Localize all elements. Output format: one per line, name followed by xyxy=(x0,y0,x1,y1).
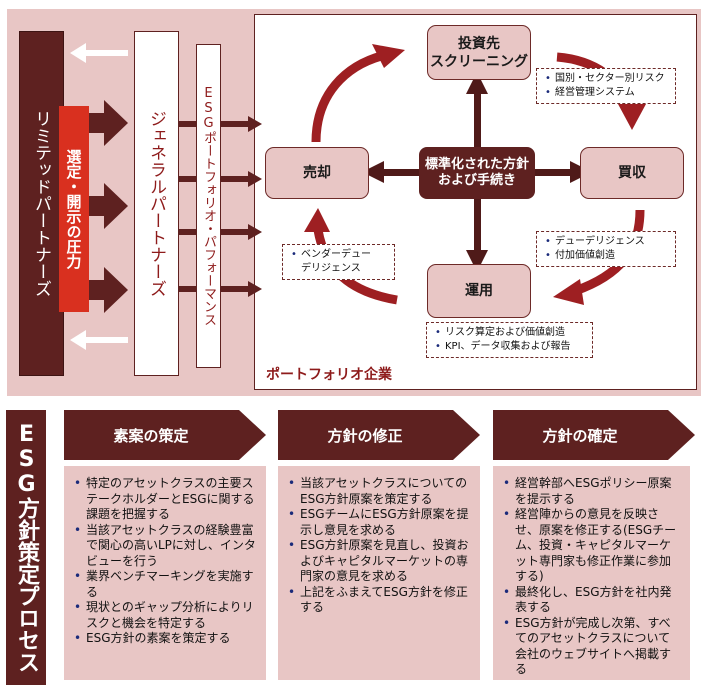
step-item: ESG方針の素案を策定する xyxy=(72,631,256,647)
stage-screening-line2: スクリーニング xyxy=(430,53,528,70)
step-item: 特定のアセットクラスの主要ステークホルダーとESGに関する課題を把握する xyxy=(72,476,256,523)
step-3-card: 経営幹部へESGポリシー原案を提示する 経営陣からの意見を反映させ、原案を修正す… xyxy=(493,466,690,680)
standardized-policy-box: 標準化された方針 および手続き xyxy=(419,147,535,199)
step-item: 最終化し、ESG方針を社内発表する xyxy=(501,585,680,616)
note-item: デューデリジェンス xyxy=(545,235,669,249)
center-arrow-up xyxy=(466,72,488,148)
white-return-arrow-bottom xyxy=(70,330,128,350)
step-item: 業界ベンチマーキングを実施する xyxy=(72,569,256,600)
step-item: 経営幹部へESGポリシー原案を提示する xyxy=(501,476,680,507)
stage-acquisition: 買収 xyxy=(580,147,684,199)
cycle-arrow-exit-to-screening xyxy=(311,50,387,143)
stage-exit: 売却 xyxy=(265,147,369,199)
white-return-arrow-top xyxy=(70,43,128,63)
stage-screening: 投資先 スクリーニング xyxy=(427,25,531,80)
general-partners-box: ジェネラルパートナーズ xyxy=(134,31,179,376)
center-line2: および手続き xyxy=(437,173,516,188)
step-item: 現状とのギャップ分析によりリスクと機会を特定する xyxy=(72,600,256,631)
pressure-arrow-2 xyxy=(89,183,128,229)
step-1-card: 特定のアセットクラスの主要ステークホルダーとESGに関する課題を把握する 当該ア… xyxy=(64,466,266,680)
step-2-header: 方針の修正 xyxy=(278,410,480,460)
center-arrow-left xyxy=(362,161,420,183)
flow-arrows xyxy=(70,43,646,350)
note-item: 付加価値創造 xyxy=(545,249,669,263)
pressure-arrow-1 xyxy=(89,100,128,146)
esg-portfolio-performance-box: ESGポートフォリオ・パフォーマンス xyxy=(196,44,221,368)
stage-operation: 運用 xyxy=(427,264,531,318)
step-item: 当該アセットクラスの経験豊富で関心の高いLPに対し、インタビューを行う xyxy=(72,523,256,570)
step-item: 当該アセットクラスについてのESG方針原案を策定する xyxy=(286,476,470,507)
center-arrow-down xyxy=(466,198,488,272)
portfolio-companies-label: ポートフォリオ企業 xyxy=(266,367,392,383)
step-2-card: 当該アセットクラスについてのESG方針原案を策定する ESGチームにESG方針原… xyxy=(278,466,480,680)
note-exit-line2: デリジェンス xyxy=(301,263,361,274)
esg-policy-process-title: ESG方針策定プロセス xyxy=(6,410,46,685)
step-item: ESG方針が完成し次第、すべてのアセットクラスについて会社のウェブサイトへ掲載す… xyxy=(501,616,680,678)
step-item: ESGチームにESG方針原案を提示し意見を求める xyxy=(286,507,470,538)
limited-partners-label: リミテッドパートナーズ xyxy=(31,110,51,297)
step-1-header: 素案の策定 xyxy=(64,410,266,460)
stage-screening-line1: 投資先 xyxy=(458,35,500,52)
step-item: 経営陣からの意見を反映させ、原案を修正する(ESGチーム、投資・キャピタルマーケ… xyxy=(501,507,680,585)
step-2-title: 方針の修正 xyxy=(327,426,403,445)
note-item: リスク算定および価値創造 xyxy=(435,326,586,340)
note-item: 国別・セクター別リスク xyxy=(545,72,669,86)
note-screening: 国別・セクター別リスク 経営管理システム xyxy=(536,68,676,104)
center-line1: 標準化された方針 xyxy=(424,157,529,172)
limited-partners-bar: リミテッドパートナーズ xyxy=(19,31,64,376)
note-exit-line1: ベンダーデュー xyxy=(301,249,371,260)
step-item: ESG方針原案を見直し、投資およびキャピタルマーケットの専門家の意見を求める xyxy=(286,538,470,585)
step-3-header: 方針の確定 xyxy=(493,410,695,460)
note-acquisition: デューデリジェンス 付加価値創造 xyxy=(536,231,676,267)
step-1-title: 素案の策定 xyxy=(113,426,189,445)
note-item: KPI、データ収集および報告 xyxy=(435,340,586,354)
selection-disclosure-pressure: 選定・開示の圧力 xyxy=(59,106,89,312)
step-3-title: 方針の確定 xyxy=(542,426,618,445)
note-item: 経営管理システム xyxy=(545,86,669,100)
note-operation: リスク算定および価値創造 KPI、データ収集および報告 xyxy=(426,322,593,358)
pressure-arrow-3 xyxy=(89,267,128,313)
step-item: 上記をふまえてESG方針を修正する xyxy=(286,585,470,616)
